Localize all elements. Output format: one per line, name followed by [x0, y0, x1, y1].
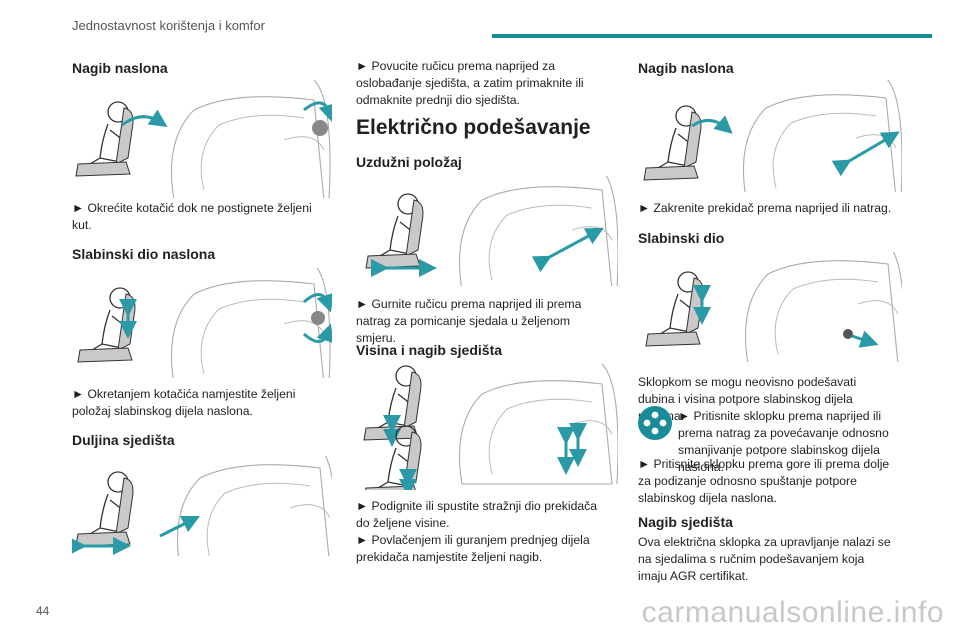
text-lumbar-up: ► Pritisnite sklopku prema gore ili prem… [638, 457, 890, 505]
text-seat-length: ► Povucite ručicu prema naprijed za oslo… [356, 59, 584, 107]
heading-slabinski-dio-naslona: Slabinski dio naslona [72, 246, 216, 262]
running-header: Jednostavnost korištenja i komfor [72, 18, 265, 33]
header-accent-bar [492, 34, 932, 38]
text-height: ► Podignite ili spustite stražnji dio pr… [356, 499, 598, 530]
heading-nagib-sjedista: Nagib sjedišta [638, 514, 733, 530]
electric-lumbar-illustration [645, 252, 902, 362]
heading-uzduzni-polozaj: Uzdužni položaj [356, 154, 462, 170]
backrest-tilt-illustration [75, 80, 332, 198]
page-number: 44 [36, 604, 50, 618]
text-lumbar-forward: ► Pritisnite sklopku prema naprijed ili … [678, 409, 889, 474]
watermark: carmanualsonline.info [641, 596, 944, 629]
text-lumbar: ► Okretanjem kotačića namjestite željeni… [72, 387, 296, 418]
longitudinal-illustration [365, 176, 618, 286]
heading-duljina-sjedista: Duljina sjedišta [72, 432, 175, 448]
text-backrest-tilt: ► Okrećite kotačić dok ne postignete žel… [72, 201, 312, 232]
text-electric-backrest: ► Zakrenite prekidač prema naprijed ili … [638, 201, 892, 215]
heading-nagib-naslona-el: Nagib naslona [638, 60, 734, 76]
lumbar-switch-icon [638, 406, 672, 440]
seat-length-illustration [72, 456, 332, 556]
text-seat-tilt: Ova električna sklopka za upravljanje na… [638, 535, 891, 583]
height-tilt-illustration [363, 363, 618, 490]
heading-visina-nagib: Visina i nagib sjedišta [356, 342, 503, 358]
text-tilt: ► Povlačenjem ili guranjem prednjeg dije… [356, 533, 590, 564]
heading-slabinski-dio: Slabinski dio [638, 230, 725, 246]
heading-nagib-naslona: Nagib naslona [72, 60, 168, 76]
electric-backrest-illustration [643, 80, 902, 192]
text-longitudinal: ► Gurnite ručicu prema naprijed ili prem… [356, 297, 582, 345]
heading-elektricno-podesavanje: Električno podešavanje [356, 116, 591, 139]
lumbar-illustration [77, 268, 332, 378]
